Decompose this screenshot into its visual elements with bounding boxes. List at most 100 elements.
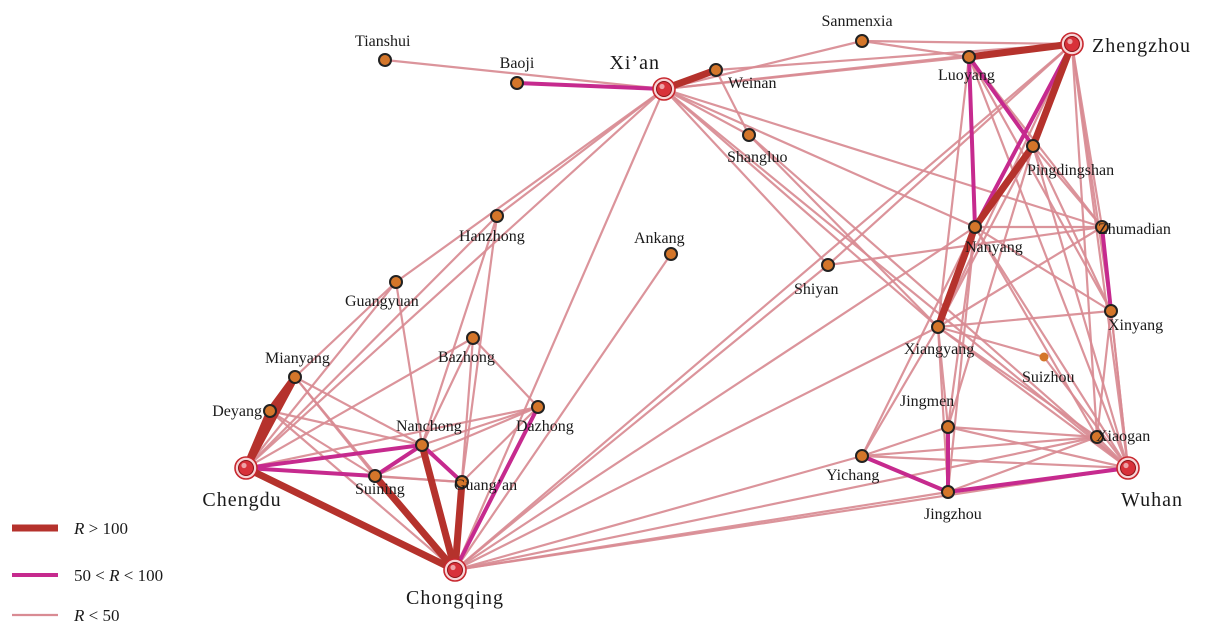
city-node-yichang [855,449,869,463]
city-label-guangan: Guang’an [454,477,517,494]
link-pingdingshan-jingmen [946,144,1035,429]
city-node-jingmen [941,420,955,434]
link-pingdingshan-nanyang [971,142,1037,231]
legend-label-weak: R < 50 [73,606,119,624]
city-label-zhengzhou: Zhengzhou [1092,35,1191,57]
city-node-hanzhong [490,209,504,223]
city-node-xinyang [1104,304,1118,318]
city-label-shangluo: Shangluo [727,149,787,166]
link-suizhou-wuhan [1042,355,1130,470]
city-node-dazhong [531,400,545,414]
link-guangyuan-mianyang [293,280,398,379]
link-dazhong-suining [373,405,540,478]
link-zhumadian-xiangyang [936,225,1104,329]
link-xian-nanyang [662,87,977,229]
city-label-tianshui: Tianshui [355,33,411,50]
city-nodes [234,32,1140,582]
city-label-baoji: Baoji [500,55,535,72]
link-guangyuan-chengdu [244,280,398,470]
city-node-chongqing [443,558,467,582]
network-links [242,39,1130,574]
link-xinyang-wuhan [1109,309,1130,470]
city-label-jingzhou: Jingzhou [924,506,982,523]
city-label-xinyang: Xinyang [1108,317,1163,334]
city-label-zhumadian: Zhumadian [1098,221,1171,238]
city-label-shiyan: Shiyan [794,281,838,298]
city-label-pingdingshan: Pingdingshan [1027,162,1114,179]
link-pingdingshan-wuhan [1031,144,1130,470]
city-node-xiangyang [931,320,945,334]
city-node-luoyang [962,50,976,64]
city-node-wuhan [1116,456,1140,480]
link-suining-nanchong [373,443,424,478]
city-label-luoyang: Luoyang [938,67,995,84]
link-deyang-suining [268,409,377,478]
city-label-deyang: Deyang [212,403,262,420]
link-chengdu-dazhong [244,405,540,470]
city-node-zhengzhou [1060,32,1084,56]
link-jingmen-xiaogan [946,425,1099,439]
city-label-ankang: Ankang [634,230,685,247]
link-chongqing-yichang [453,454,864,572]
link-chongqing-wuhan [453,466,1130,572]
link-jingmen-yichang [860,425,950,458]
link-sanmenxia-luoyang [860,39,971,59]
link-xian-shangluo [662,87,751,137]
city-node-chengdu [234,456,258,480]
link-luoyang-xiangyang [936,55,971,329]
link-xian-guangyuan [394,87,666,284]
link-zhengzhou-nanyang [973,42,1074,229]
city-label-xian: Xi’an [609,52,660,74]
link-pingdingshan-zhumadian [1031,144,1104,229]
link-chengdu-suining [244,466,377,478]
city-label-jingmen: Jingmen [900,393,954,410]
link-xian-xiangyang [662,87,940,329]
link-xiaogan-yichang [860,435,1099,458]
link-zhengzhou-pingdingshan [1029,40,1076,150]
city-label-chongqing: Chongqing [406,587,504,609]
link-nanyang-xiangyang [934,223,979,331]
city-node-bazhong [466,331,480,345]
city-label-wuhan: Wuhan [1121,489,1183,511]
city-label-bazhong: Bazhong [438,349,495,366]
city-node-ankang [664,247,678,261]
city-label-xiangyang: Xiangyang [904,341,974,358]
city-node-nanyang [968,220,982,234]
link-xinyang-xiangyang [936,309,1113,329]
link-tianshui-xian [383,58,666,91]
city-node-zhumadian [1095,220,1109,234]
link-chengdu-nanchong [244,443,424,470]
link-xinyang-xiaogan [1095,309,1113,439]
link-guangan-dazhong [460,405,540,484]
city-node-baoji [510,76,524,90]
link-nanyang-yichang [860,225,977,458]
legend-label-medium: 50 < R < 100 [74,566,163,585]
link-dazhong-chongqing [453,405,540,572]
city-label-suizhou: Suizhou [1022,369,1074,386]
city-node-xiaogan [1090,430,1104,444]
city-label-chengdu: Chengdu [202,489,281,511]
link-xiangyang-wuhan [936,325,1130,470]
link-nanchong-dazhong [420,405,540,447]
link-pingdingshan-xinyang [1031,144,1113,313]
link-chengdu-chongqing [242,464,459,574]
link-suining-guangan [373,474,464,484]
link-deyang-nanchong [268,409,424,447]
link-xian-chengdu [244,87,666,470]
link-bazhong-chengdu [244,336,475,470]
link-hanzhong-nanchong [420,214,499,447]
city-node-sanmenxia [855,34,869,48]
city-label-xiaogan: Xiaogan [1096,428,1150,445]
link-guangan-chongqing [451,478,466,574]
city-node-xian [652,77,676,101]
city-label-sanmenxia: Sanmenxia [821,13,892,30]
link-nanchong-guangan [420,443,464,484]
link-baoji-xian [515,81,666,91]
link-mianyang-nanchong [293,375,424,447]
city-label-mianyang: Mianyang [265,350,330,367]
link-jingzhou-wuhan [946,466,1130,494]
link-xian-shiyan [662,87,830,267]
